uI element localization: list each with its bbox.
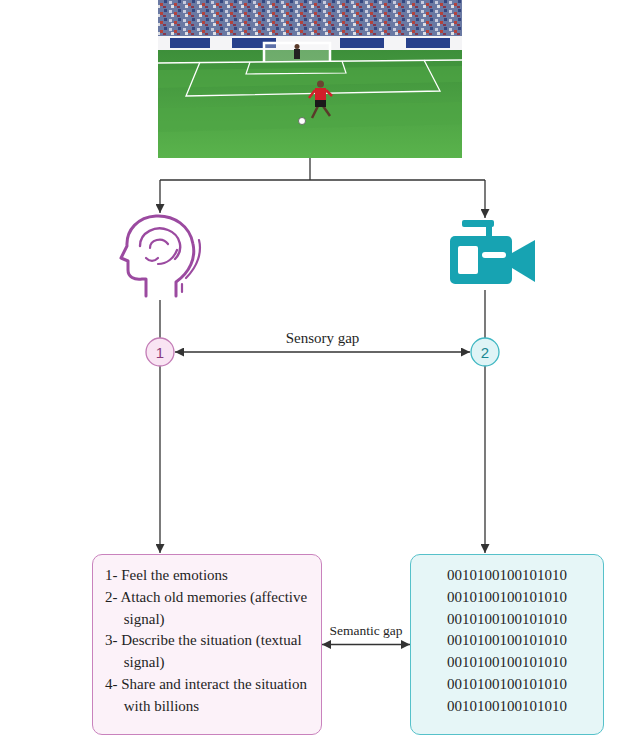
ad-board xyxy=(406,38,450,48)
brain-icon xyxy=(121,216,200,296)
goalkeeper xyxy=(294,49,300,59)
binary-row: 0010100100101010 xyxy=(421,630,593,652)
arrow-line xyxy=(159,180,160,213)
binary-row: 0010100100101010 xyxy=(421,609,593,631)
player-leg xyxy=(323,106,330,116)
brain-fold xyxy=(146,258,158,261)
callout-number: 2 xyxy=(481,345,489,360)
crowd xyxy=(158,0,462,40)
player-shirt xyxy=(315,88,326,101)
arrow-line xyxy=(484,290,485,553)
ball xyxy=(299,118,306,125)
gap-arrow xyxy=(175,351,470,352)
list-item: 1- Feel the emotions xyxy=(105,565,311,587)
step-number: 2 xyxy=(470,337,500,367)
callout-number: 1 xyxy=(156,345,164,360)
gap-label: Sensory gap xyxy=(283,329,363,347)
camera-post xyxy=(486,224,492,238)
gap-arrow xyxy=(322,644,410,645)
circle-shape xyxy=(146,338,174,366)
camera-lens xyxy=(512,240,535,282)
binary-row: 0010100100101010 xyxy=(421,652,593,674)
binary-data-box: 0010100100101010001010010010101000101001… xyxy=(410,554,604,735)
ad-board xyxy=(170,38,210,48)
split-line xyxy=(309,158,310,180)
player-head xyxy=(317,81,324,88)
split-line xyxy=(160,179,485,180)
circle-shape xyxy=(471,338,499,366)
list-item: 4- Share and interact the situation with… xyxy=(105,674,311,718)
pitch xyxy=(158,50,462,158)
camera-icon xyxy=(450,220,535,284)
goal-net xyxy=(264,43,330,62)
camera-body xyxy=(450,236,512,284)
ad-board xyxy=(340,38,384,48)
binary-row: 0010100100101010 xyxy=(421,565,593,587)
player-leg xyxy=(312,106,318,118)
brain-fold xyxy=(150,240,168,248)
goalkeeper-head xyxy=(295,44,300,49)
player-arm xyxy=(326,90,332,96)
binary-row: 0010100100101010 xyxy=(421,674,593,696)
gap-label: Semantic gap xyxy=(328,623,403,639)
goal-area xyxy=(246,61,346,74)
camera-panel xyxy=(458,246,478,274)
pitch-stripe xyxy=(158,66,462,88)
camera-stripe xyxy=(482,252,506,258)
step-number: 1 xyxy=(145,337,175,367)
list-item: 3- Describe the situation (textual signa… xyxy=(105,630,311,674)
brain-fold xyxy=(158,250,177,264)
binary-row: 0010100100101010 xyxy=(421,587,593,609)
arrow-line xyxy=(484,180,485,218)
player-shorts xyxy=(315,100,326,107)
human-response-box: 1- Feel the emotions2- Attach old memori… xyxy=(92,554,322,735)
head-contour xyxy=(182,240,200,292)
player-arm xyxy=(309,90,315,98)
binary-row: 0010100100101010 xyxy=(421,696,593,718)
football-photo xyxy=(158,0,462,158)
stands xyxy=(158,0,462,40)
goal-frame xyxy=(264,43,330,62)
list-item: 2- Attach old memories (affective signal… xyxy=(105,587,311,631)
pitch-stripe xyxy=(158,102,462,132)
